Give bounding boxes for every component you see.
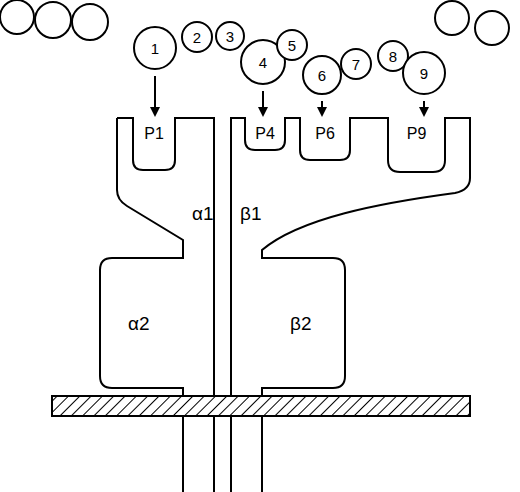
peptide-residue: 6 <box>302 55 342 95</box>
peptide-residue <box>0 0 34 34</box>
pocket-name: P4 <box>255 126 275 142</box>
binding-pocket: P6 <box>300 118 350 160</box>
pocket-name: P1 <box>144 126 164 142</box>
domain-label: β2 <box>290 314 312 333</box>
residue-number: 1 <box>151 41 159 56</box>
peptide-residue: 2 <box>181 21 213 53</box>
peptide-residue: 5 <box>276 29 308 61</box>
binding-arrow <box>262 91 264 115</box>
residue-number: 8 <box>389 49 397 64</box>
residue-number: 2 <box>193 30 201 45</box>
alpha-chain-outline <box>100 118 183 492</box>
residue-number: 3 <box>226 29 234 44</box>
peptide-residue <box>72 4 108 40</box>
domain-label: α1 <box>192 204 214 223</box>
alpha-groove-outline <box>117 118 214 492</box>
residue-number: 9 <box>420 66 428 81</box>
domain-label: α2 <box>128 314 150 333</box>
peptide-residue: 3 <box>215 21 245 51</box>
peptide-residue <box>475 11 509 45</box>
peptide-residue: 1 <box>133 26 177 70</box>
residue-number: 5 <box>288 38 296 53</box>
pocket-name: P9 <box>407 126 427 142</box>
binding-arrow <box>154 76 156 115</box>
peptide-residue: 9 <box>402 51 446 95</box>
peptide-residue <box>35 2 71 38</box>
domain-label: β1 <box>240 204 262 223</box>
binding-pocket: P1 <box>133 118 175 170</box>
binding-pocket: P4 <box>245 118 285 150</box>
peptide-residue <box>435 1 469 35</box>
residue-number: 6 <box>318 68 326 83</box>
binding-pocket: P9 <box>388 118 445 172</box>
residue-number: 7 <box>352 57 360 72</box>
binding-arrow <box>321 101 323 115</box>
cell-membrane <box>52 396 470 416</box>
pocket-name: P6 <box>315 126 335 142</box>
residue-number: 4 <box>259 55 267 70</box>
binding-arrow <box>423 101 425 115</box>
peptide-residue: 7 <box>340 48 372 80</box>
beta-chain-outline <box>231 118 470 492</box>
